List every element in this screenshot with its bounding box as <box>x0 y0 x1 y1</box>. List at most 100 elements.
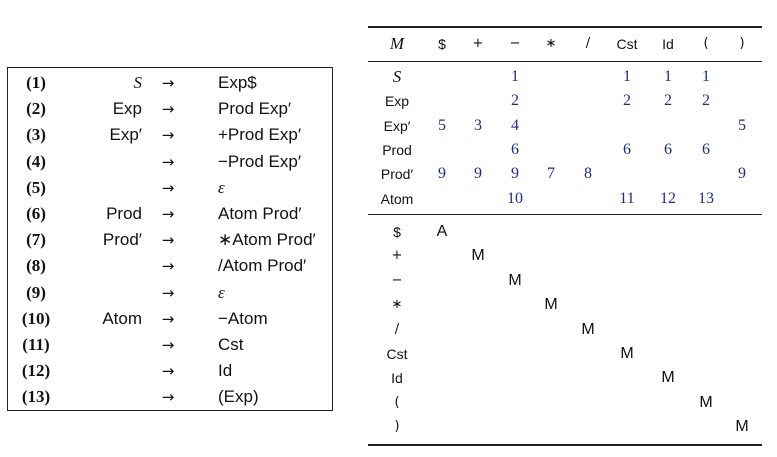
row-label: Prod′ <box>380 166 414 182</box>
rule-number: (8) <box>26 256 46 276</box>
table-cell: 1 <box>664 68 672 85</box>
arrow-icon: → <box>161 362 175 381</box>
column-header: / <box>585 36 591 51</box>
rule-number: (3) <box>26 125 46 145</box>
rule-rhs: /Atom Prod′ <box>218 256 307 276</box>
table-rule <box>368 61 762 62</box>
table-cell: 5 <box>738 117 746 134</box>
row-label: $ <box>393 224 401 240</box>
grammar-rule: (6)Prod→Atom Prod′ <box>8 201 332 227</box>
table-cell: 9 <box>511 165 519 182</box>
table-cell: 6 <box>702 141 710 158</box>
rule-number: (13) <box>21 387 51 407</box>
table-cell: M <box>699 394 713 411</box>
table-cell: 6 <box>623 141 631 158</box>
arrow-icon: → <box>161 283 175 302</box>
table-cell: 9 <box>474 165 482 182</box>
grammar-rule: (12) → Id <box>8 358 332 384</box>
rule-lhs: Exp′ <box>109 125 142 145</box>
rule-lhs: S <box>133 73 143 92</box>
table-cell: 6 <box>664 141 672 158</box>
row-label: Id <box>391 370 403 386</box>
rule-number: (12) <box>21 361 51 381</box>
row-label: Cst <box>386 346 408 362</box>
table-cell: 12 <box>660 190 676 207</box>
grammar-rule: (13)→(Exp) <box>8 384 332 410</box>
arrow-icon: → <box>161 178 175 197</box>
table-cell: 2 <box>623 92 631 109</box>
arrow-icon: → <box>161 152 175 171</box>
rule-rhs: −Atom <box>218 308 268 328</box>
table-cell: 1 <box>623 68 631 85</box>
rule-rhs: −Prod Exp′ <box>218 151 302 171</box>
grammar-rule: (7) Prod′ → ∗Atom Prod′ <box>8 227 332 253</box>
table-cell: 6 <box>511 141 519 158</box>
row-label: S <box>392 67 402 86</box>
rule-lhs: Prod <box>106 204 142 223</box>
table-cell: A <box>436 223 448 240</box>
arrow-icon: → <box>161 126 175 145</box>
table-cell: M <box>471 247 485 264</box>
row-label: ( <box>394 395 400 410</box>
rule-number: (10) <box>21 308 51 328</box>
rule-rhs: ε <box>218 282 225 302</box>
rule-rhs: (Exp) <box>218 387 259 407</box>
grammar-rule: (8) → /Atom Prod′ <box>8 253 332 279</box>
table-cell: M <box>508 272 522 289</box>
column-header: ( <box>703 36 709 51</box>
table-cell: 8 <box>584 165 592 182</box>
column-header: + <box>472 36 484 51</box>
row-label: Exp <box>384 93 410 109</box>
row-label: ∗ <box>391 297 403 312</box>
table-cell: 9 <box>438 165 446 182</box>
table-cell: 1 <box>702 68 710 85</box>
column-header: $ <box>438 36 446 52</box>
rule-number: (4) <box>26 151 46 171</box>
grammar-box: (1)S→Exp$(2)Exp→Prod Exp′(3)Exp′→+Prod E… <box>7 67 333 411</box>
arrow-icon: → <box>161 205 175 223</box>
rule-number: (1) <box>26 73 46 92</box>
table-cell: M <box>620 345 634 362</box>
grammar-rule: (2)Exp→Prod Exp′ <box>8 96 332 122</box>
row-label: / <box>394 322 400 337</box>
grammar-rule: (3)Exp′→+Prod Exp′ <box>8 122 332 148</box>
table-cell: 11 <box>619 190 635 207</box>
grammar-rule: (5)→ε <box>8 175 332 201</box>
grammar-rule: (11)→Cst <box>8 332 332 358</box>
table-cell: 7 <box>547 165 555 182</box>
row-label: Exp′ <box>383 118 411 134</box>
table-cell: 5 <box>438 117 446 134</box>
arrow-icon: → <box>161 257 175 276</box>
rule-number: (11) <box>22 335 50 354</box>
table-cell: 2 <box>511 92 519 109</box>
column-header: ) <box>739 36 745 51</box>
rule-number: (7) <box>26 230 46 250</box>
rule-rhs: ∗Atom Prod′ <box>218 230 316 250</box>
table-cell: M <box>544 296 558 313</box>
table-cell: 2 <box>664 92 672 109</box>
column-header: ∗ <box>545 36 557 51</box>
column-header: − <box>509 36 521 51</box>
column-header: Id <box>662 36 674 52</box>
table-cell: 10 <box>507 190 523 207</box>
arrow-icon: → <box>161 336 175 354</box>
rule-lhs: Exp <box>112 99 142 119</box>
table-corner-label: M <box>389 34 405 53</box>
table-cell: M <box>661 369 675 386</box>
row-label: Prod <box>382 142 412 158</box>
arrow-icon: → <box>161 309 175 328</box>
grammar-rule: (4) → −Prod Exp′ <box>8 149 332 175</box>
grammar-rule: (10) Atom → −Atom <box>8 306 332 332</box>
table-cell: 13 <box>698 190 714 207</box>
rule-lhs: Atom <box>102 308 142 328</box>
table-rule <box>368 214 762 215</box>
rule-rhs: Id <box>218 361 233 381</box>
grammar-rule: (1)S→Exp$ <box>8 70 332 96</box>
arrow-icon: → <box>161 231 175 250</box>
rule-lhs: Prod′ <box>102 230 142 250</box>
grammar-rule: (9)→ε <box>8 280 332 306</box>
arrow-icon: → <box>161 100 175 119</box>
table-cell: 1 <box>511 68 519 85</box>
rule-rhs: Exp$ <box>218 73 257 92</box>
